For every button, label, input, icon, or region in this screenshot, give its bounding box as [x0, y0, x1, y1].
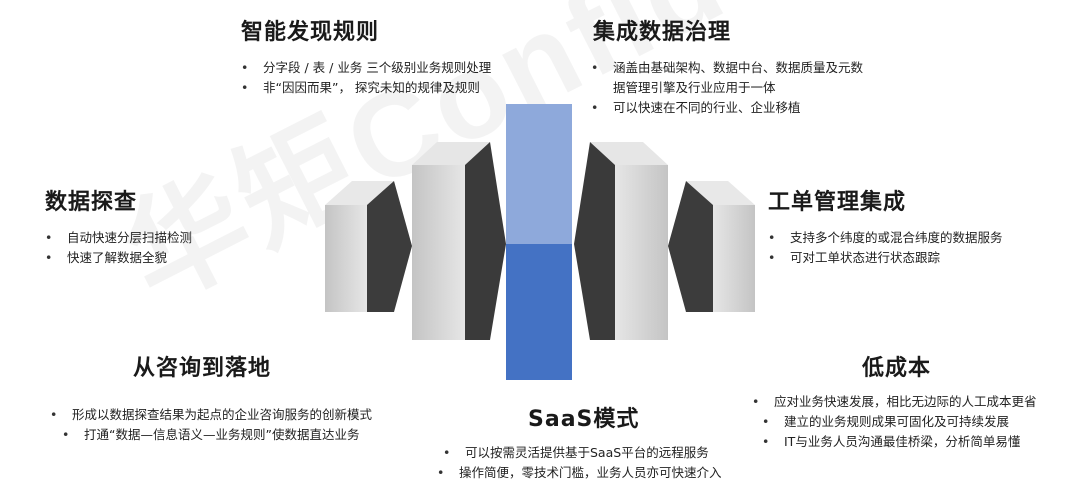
list-integrated-governance: 涵盖由基础架构、数据中台、数据质量及元数据管理引擎及行业应用于一体 可以快速在不… — [591, 58, 871, 118]
right-outer-block — [668, 181, 755, 312]
right-inner-block — [574, 142, 668, 340]
bullet-item: 分字段 / 表 / 业务 三个级别业务规则处理 — [241, 58, 491, 78]
bullet-item: 应对业务快速发展，相比无边际的人工成本更省 — [752, 392, 1037, 412]
bullet-item: 操作简便，零技术门槛，业务人员亦可快速介入 — [437, 463, 722, 483]
bullet-item: 快速了解数据全貌 — [45, 248, 192, 268]
center-pillar — [506, 104, 572, 380]
title-low-cost: 低成本 — [862, 356, 932, 381]
list-data-exploration: 自动快速分层扫描检测 快速了解数据全貌 — [45, 228, 192, 268]
bullet-item: 涵盖由基础架构、数据中台、数据质量及元数据管理引擎及行业应用于一体 — [591, 58, 871, 98]
bullet-item: 打通“数据—信息语义—业务规则”使数据直达业务 — [62, 425, 372, 445]
list-low-cost: 应对业务快速发展，相比无边际的人工成本更省 建立的业务规则成果可固化及可持续发展… — [752, 392, 1037, 452]
list-saas-mode: 可以按需灵活提供基于SaaS平台的远程服务 操作简便，零技术门槛，业务人员亦可快… — [437, 443, 722, 483]
title-ticket-integration: 工单管理集成 — [768, 190, 907, 215]
bullet-item: 可以快速在不同的行业、企业移植 — [591, 98, 871, 118]
title-smart-rules: 智能发现规则 — [241, 20, 380, 45]
left-outer-block — [325, 181, 412, 312]
bullet-item: 形成以数据探查结果为起点的企业咨询服务的创新模式 — [50, 405, 372, 425]
bullet-item: 建立的业务规则成果可固化及可持续发展 — [762, 412, 1037, 432]
bullet-item: IT与业务人员沟通最佳桥梁，分析简单易懂 — [762, 432, 1037, 452]
list-smart-rules: 分字段 / 表 / 业务 三个级别业务规则处理 非“因因而果”， 探究未知的规律… — [241, 58, 491, 98]
bullet-item: 自动快速分层扫描检测 — [45, 228, 192, 248]
title-saas-mode: SaaS模式 — [528, 407, 640, 432]
list-consulting-to-implementation: 形成以数据探查结果为起点的企业咨询服务的创新模式 打通“数据—信息语义—业务规则… — [50, 405, 372, 445]
bullet-item: 支持多个纬度的或混合纬度的数据服务 — [768, 228, 1003, 248]
title-data-exploration: 数据探查 — [45, 190, 138, 215]
title-integrated-governance: 集成数据治理 — [593, 20, 732, 45]
left-inner-block — [412, 142, 506, 340]
title-consulting-to-implementation: 从咨询到落地 — [133, 356, 272, 381]
bullet-item: 可对工单状态进行状态跟踪 — [768, 248, 1003, 268]
bullet-item: 非“因因而果”， 探究未知的规律及规则 — [241, 78, 491, 98]
bullet-item: 可以按需灵活提供基于SaaS平台的远程服务 — [443, 443, 722, 463]
list-ticket-integration: 支持多个纬度的或混合纬度的数据服务 可对工单状态进行状态跟踪 — [768, 228, 1003, 268]
